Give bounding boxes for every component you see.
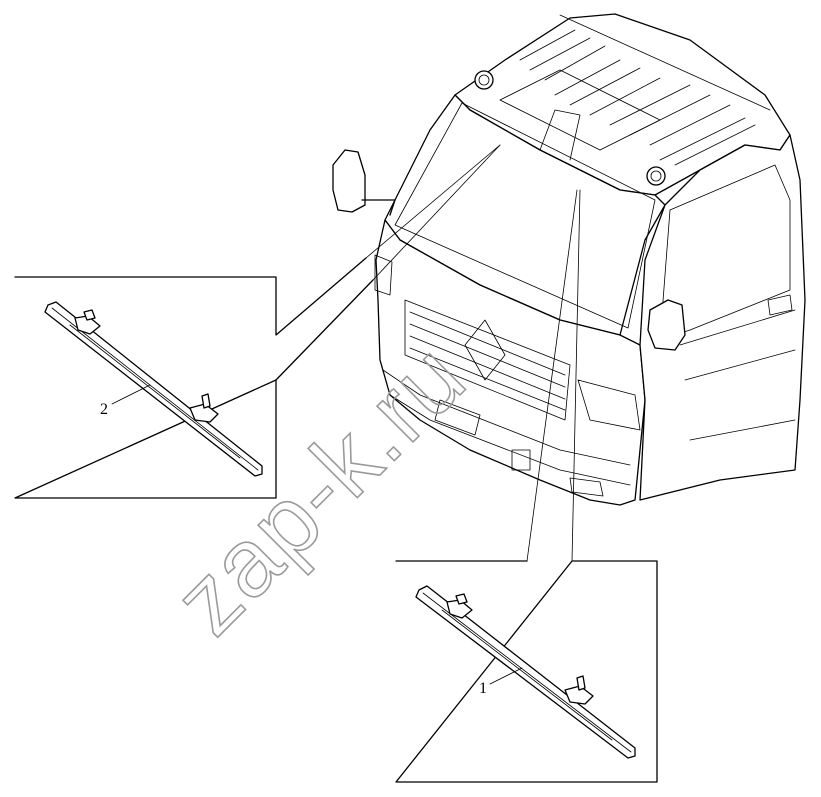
washer-nozzle-bar-2 (44, 301, 263, 477)
callout-label-2: 2 (100, 401, 108, 418)
truck-cab-illustration (332, 13, 806, 506)
detail-box-1 (395, 189, 658, 783)
washer-nozzle-bar-1 (415, 585, 636, 759)
detail-box-2 (14, 144, 501, 499)
callout-label-1: 1 (479, 680, 487, 697)
